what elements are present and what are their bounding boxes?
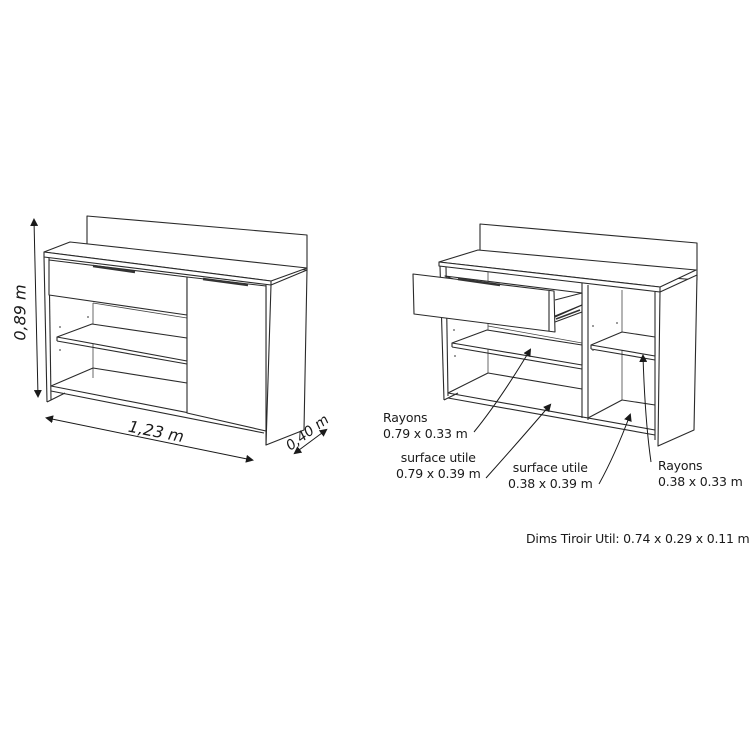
callout-surface-small: surface utile 0.38 x 0.39 m <box>508 460 593 492</box>
right-sideboard <box>412 223 698 447</box>
callout-value: 0.38 x 0.33 m <box>658 474 743 489</box>
callout-rayons-small: Rayons 0.38 x 0.33 m <box>658 458 743 490</box>
callout-title: Rayons <box>658 458 703 473</box>
dimension-arrows-left <box>30 218 328 463</box>
left-sideboard <box>43 215 308 446</box>
height-dimension-label: 0,89 m <box>10 284 30 341</box>
callout-value: 0.79 x 0.33 m <box>383 426 468 441</box>
callout-surface-large: surface utile 0.79 x 0.39 m <box>396 450 481 482</box>
drawer-dimensions-note: Dims Tiroir Util: 0.74 x 0.29 x 0.11 m <box>526 531 750 546</box>
callout-value: 0.79 x 0.39 m <box>396 466 481 481</box>
callout-rayons-large: Rayons 0.79 x 0.33 m <box>383 410 468 442</box>
callout-title: Rayons <box>383 410 428 425</box>
callout-title: surface utile <box>512 460 588 475</box>
callout-arrows <box>473 348 652 485</box>
callout-title: surface utile <box>400 450 476 465</box>
callout-value: 0.38 x 0.39 m <box>508 476 593 491</box>
